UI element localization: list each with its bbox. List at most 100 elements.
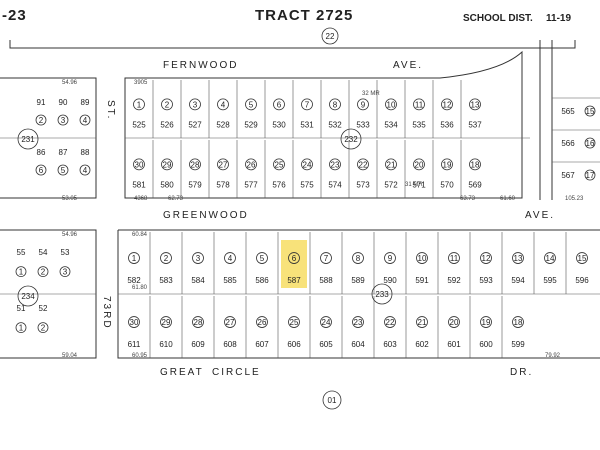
block-233-label: 233 (375, 290, 389, 299)
parcel-number[interactable]: 583 (159, 276, 173, 285)
parcel-number[interactable]: 565 (561, 107, 575, 116)
parcel-number[interactable]: 595 (543, 276, 557, 285)
parcel-number[interactable]: 52 (39, 304, 48, 313)
parcel-number[interactable]: 585 (223, 276, 237, 285)
lot-circle (189, 98, 201, 111)
parcel-number[interactable]: 90 (59, 98, 68, 107)
lot-circle (469, 98, 481, 111)
parcel-number[interactable]: 570 (440, 181, 454, 190)
parcel-number[interactable]: 604 (351, 340, 365, 349)
parcel-number[interactable]: 575 (300, 181, 314, 190)
parcel-number[interactable]: 533 (356, 121, 370, 130)
parcel-number[interactable]: 610 (159, 340, 173, 349)
parcel-number[interactable]: 577 (244, 181, 258, 190)
parcel-number[interactable]: 579 (188, 181, 202, 190)
lot-number: 27 (226, 318, 235, 327)
lot-circle (79, 164, 91, 176)
lot-number: 13 (471, 100, 480, 109)
parcel-number[interactable]: 86 (37, 148, 46, 157)
parcel-number[interactable]: 603 (383, 340, 397, 349)
parcel-number[interactable]: 576 (272, 181, 286, 190)
mr-note-1: 32 MR (362, 91, 380, 97)
parcel-number[interactable]: 567 (561, 171, 575, 180)
lot-circle (288, 252, 300, 264)
parcel-number[interactable]: 578 (216, 181, 230, 190)
lot-number: 3 (61, 116, 66, 125)
lot-number: 8 (333, 100, 338, 109)
parcel-number[interactable]: 55 (17, 248, 26, 257)
parcel-number[interactable]: 592 (447, 276, 461, 285)
parcel-number[interactable]: 593 (479, 276, 493, 285)
parcel-number[interactable]: 611 (128, 340, 141, 349)
parcel-number[interactable]: 51 (17, 304, 26, 313)
parcel-number[interactable]: 596 (575, 276, 589, 285)
parcel-number[interactable]: 605 (319, 340, 333, 349)
parcel-number[interactable]: 91 (37, 98, 46, 107)
lot-circle (35, 114, 47, 126)
parcel-number[interactable]: 534 (384, 121, 398, 130)
parcel-number[interactable]: 573 (356, 181, 370, 190)
parcel-number[interactable]: 526 (160, 121, 174, 130)
parcel-number[interactable]: 569 (468, 181, 482, 190)
parcel-number[interactable]: 609 (191, 340, 205, 349)
parcel-number[interactable]: 588 (319, 276, 333, 285)
lot-number: 17 (586, 171, 595, 180)
parcel-number[interactable]: 600 (479, 340, 493, 349)
parcel-number[interactable]: 601 (447, 340, 461, 349)
lot-number: 29 (163, 160, 172, 169)
parcel-number[interactable]: 582 (127, 276, 141, 285)
parcel-number[interactable]: 531 (300, 121, 314, 130)
parcel-number[interactable]: 572 (384, 181, 398, 190)
parcel-number[interactable]: 602 (415, 340, 429, 349)
seventythird-label: 73RD (101, 296, 112, 330)
parcel-number[interactable]: 53 (61, 248, 70, 257)
highlighted-lot[interactable] (281, 240, 307, 288)
lot-circle (37, 322, 49, 334)
parcel-number[interactable]: 591 (415, 276, 429, 285)
parcel-number[interactable]: 566 (561, 139, 575, 148)
parcel-number[interactable]: 530 (272, 121, 286, 130)
school-district-number: 11-19 (546, 13, 571, 24)
lot-circle (448, 252, 460, 264)
parcel-number[interactable]: 525 (132, 121, 146, 130)
dim-6373: 63.73 (460, 196, 476, 202)
parcel-number[interactable]: 537 (468, 121, 482, 130)
parcel-number[interactable]: 608 (223, 340, 237, 349)
parcel-number[interactable]: 584 (191, 276, 205, 285)
parcel-number[interactable]: 528 (216, 121, 230, 130)
parcel-number[interactable]: 532 (328, 121, 342, 130)
parcel-number[interactable]: 529 (244, 121, 258, 130)
lot-circle (357, 158, 369, 171)
parcel-number[interactable]: 590 (383, 276, 397, 285)
parcel-number[interactable]: 594 (511, 276, 525, 285)
parcel-number[interactable]: 599 (511, 340, 525, 349)
parcel-number[interactable]: 87 (59, 148, 68, 157)
parcel-number[interactable]: 89 (81, 98, 90, 107)
lot-number: 27 (219, 160, 228, 169)
parcel-number[interactable]: 535 (412, 121, 426, 130)
tract-circle (321, 27, 339, 45)
lot-number: 23 (354, 318, 363, 327)
parcel-number[interactable]: 587 (287, 276, 301, 285)
lot-circle (59, 266, 71, 278)
parcel-number[interactable]: 589 (351, 276, 365, 285)
parcel-number[interactable]: 607 (255, 340, 269, 349)
lot-circle (245, 158, 257, 171)
parcel-number[interactable]: 54 (39, 248, 48, 257)
parcel-number[interactable]: 571 (412, 181, 426, 190)
block-234-label: 234 (21, 292, 35, 301)
parcel-number[interactable]: 527 (188, 121, 202, 130)
parcel-number[interactable]: 586 (255, 276, 269, 285)
lot-circle (128, 252, 140, 264)
parcel-number[interactable]: 536 (440, 121, 454, 130)
parcel-number[interactable]: 580 (160, 181, 174, 190)
lot-circle (35, 164, 47, 176)
parcel-number[interactable]: 581 (132, 181, 146, 190)
parcel-number[interactable]: 574 (328, 181, 342, 190)
parcel-number[interactable]: 88 (81, 148, 90, 157)
lot-circle (57, 164, 69, 176)
parcel-number[interactable]: 606 (287, 340, 301, 349)
lot-number: 24 (322, 318, 331, 327)
lot-circle (329, 158, 341, 171)
